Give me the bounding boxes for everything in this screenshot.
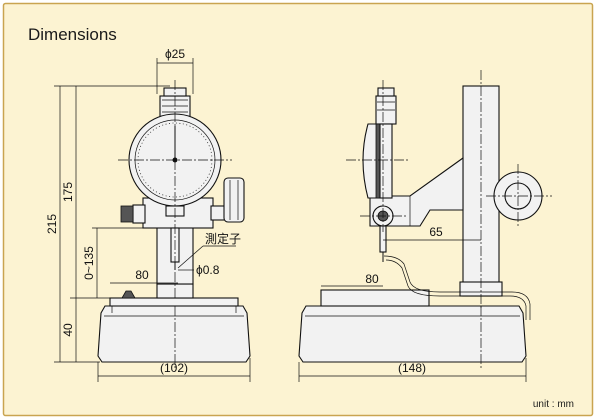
side-cable — [383, 255, 531, 320]
side-arm — [369, 156, 464, 227]
front-table — [109, 297, 239, 307]
dim-phi0-8: ϕ0.8 — [196, 263, 220, 277]
dim-0-135: 0~135 — [82, 246, 96, 280]
front-view — [97, 80, 251, 370]
dim-102: (102) — [160, 361, 188, 375]
dim-215: 215 — [45, 214, 59, 234]
probe-label: 測定子 — [205, 231, 241, 246]
side-dimensions: 65 80 (148) — [298, 225, 527, 382]
side-table — [320, 289, 430, 307]
dim-phi25: ϕ25 — [165, 47, 185, 61]
front-clamp-knob — [223, 177, 245, 223]
dim-65: 65 — [429, 225, 443, 239]
side-base — [298, 305, 527, 363]
dim-40: 40 — [61, 323, 75, 337]
page-title: Dimensions — [28, 25, 117, 44]
side-view — [298, 70, 552, 370]
dim-80-side: 80 — [365, 272, 379, 286]
front-base — [97, 305, 251, 363]
front-dimensions: ϕ25 215 175 0~135 40 80 (102) 測定子 ϕ0.8 — [45, 47, 251, 382]
unit-note: unit : mm — [532, 399, 574, 410]
dim-148: (148) — [398, 361, 426, 375]
dim-175: 175 — [61, 182, 75, 202]
dim-80-front: 80 — [135, 268, 149, 282]
